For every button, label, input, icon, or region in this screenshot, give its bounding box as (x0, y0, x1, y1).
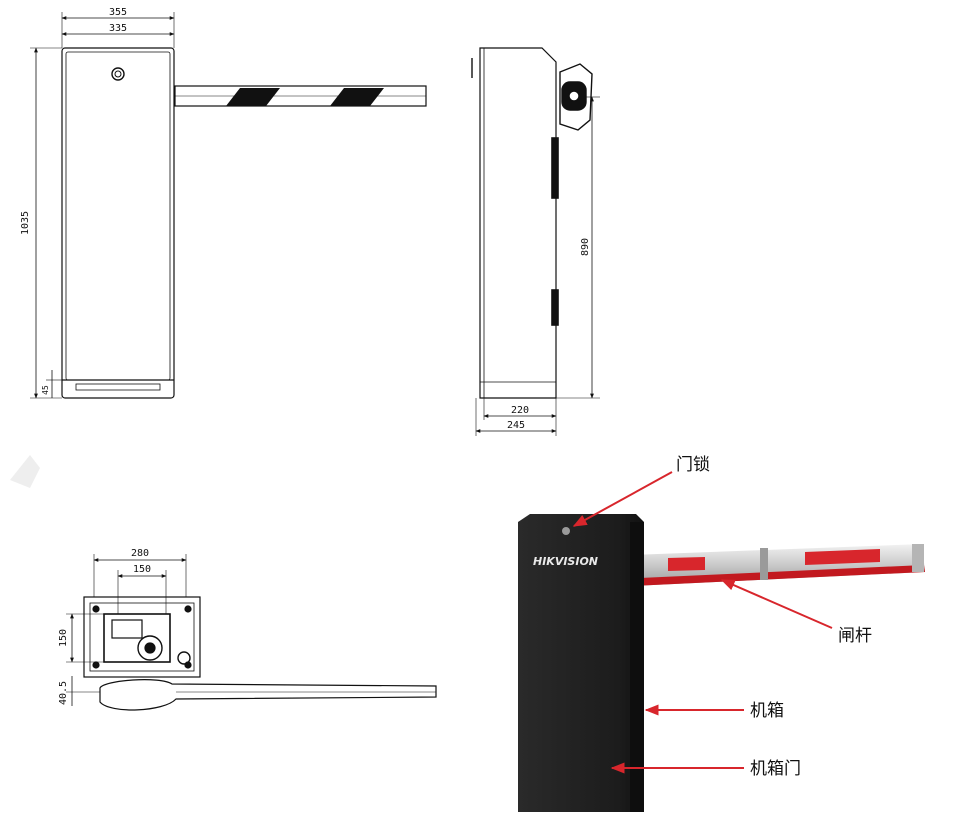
dim-overall-width: 355 (109, 7, 127, 18)
front-view (30, 12, 427, 399)
arm-top-outline (99, 679, 437, 711)
dim-height: 1035 (20, 211, 31, 235)
dim-inner-depth: 220 (511, 405, 529, 416)
cabinet-side-outline (479, 47, 557, 399)
label-barrier-arm: 闸杆 (838, 626, 872, 646)
dim-inner-width: 335 (109, 23, 127, 34)
dim-arm-offset: 40.5 (58, 681, 69, 705)
label-cabinet: 机箱 (750, 701, 784, 721)
label-cabinet-door: 机箱门 (750, 759, 801, 779)
dim-overall-depth: 245 (507, 420, 525, 431)
top-view (66, 554, 437, 711)
dim-base: 45 (41, 385, 50, 395)
lock-icon (111, 67, 125, 81)
dim-mount-spacing: 150 (133, 564, 151, 575)
cabinet-top-outline (83, 596, 201, 678)
cabinet-outline (61, 47, 175, 399)
dim-arm-height: 890 (580, 238, 591, 256)
dim-top-width: 280 (131, 548, 149, 559)
photo-cabinet (518, 514, 644, 812)
photo-brand: HIKVISION (533, 555, 598, 568)
photo-lock-icon (562, 527, 570, 535)
arm-hub (559, 63, 593, 131)
label-door-lock: 门锁 (676, 455, 710, 475)
watermark-mark (10, 455, 40, 488)
dim-top-depth: 150 (58, 629, 69, 647)
product-photo: HIKVISION (518, 471, 925, 812)
arm-stripes (226, 88, 384, 106)
side-view (471, 47, 600, 436)
